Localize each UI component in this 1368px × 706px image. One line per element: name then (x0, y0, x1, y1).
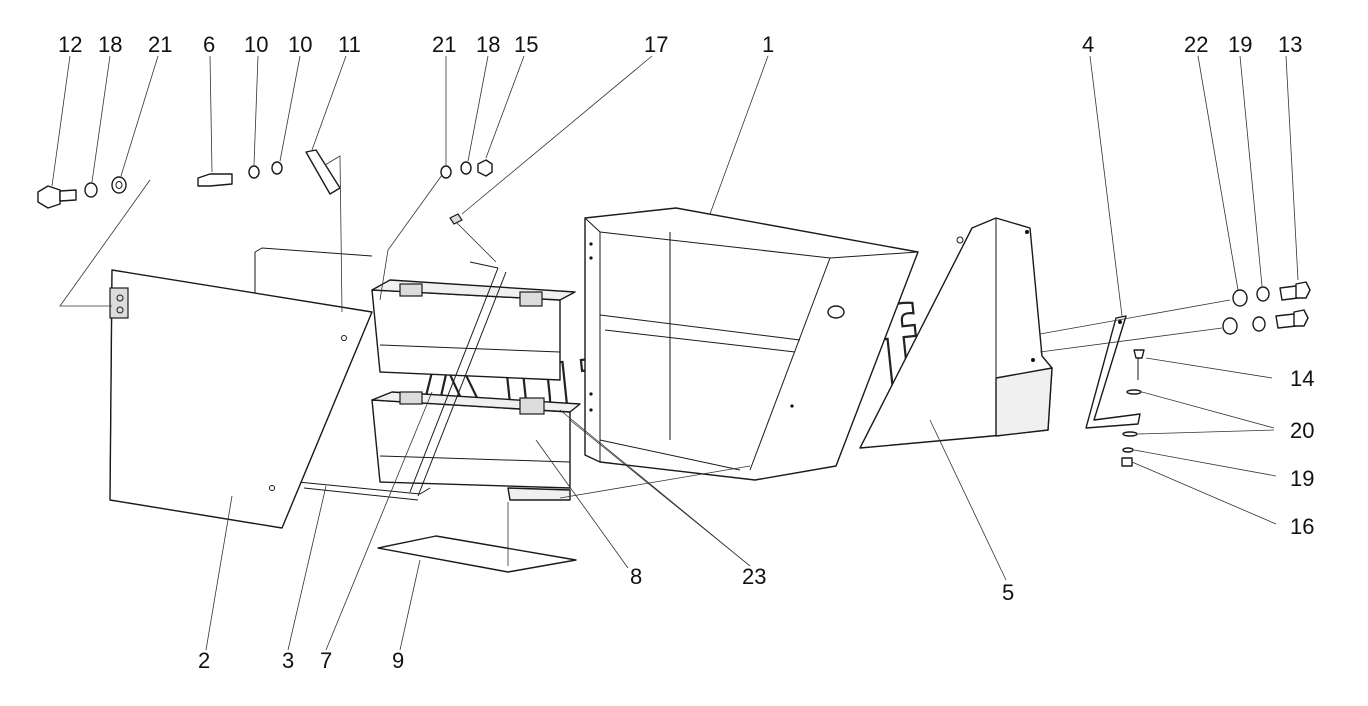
callout-16: 16 (1290, 514, 1314, 539)
leader-lines (51, 55, 1299, 651)
callout-6: 6 (203, 32, 215, 57)
callout-21: 21 (148, 32, 172, 57)
side-panel-5 (859, 217, 1053, 449)
callout-9: 9 (392, 648, 404, 673)
callout-19: 19 (1228, 32, 1252, 57)
fasteners-top-left (37, 149, 341, 209)
callout-11: 11 (338, 32, 361, 57)
fasteners-right (1121, 281, 1311, 467)
callout-15: 15 (514, 32, 538, 57)
frame-strap-3 (254, 247, 431, 501)
bracket-4 (1085, 315, 1141, 429)
callout-2: 2 (198, 648, 210, 673)
battery-upper (371, 279, 576, 381)
callout-8: 8 (630, 564, 642, 589)
callouts: 12 18 21 6 10 10 11 21 18 15 17 1 4 22 1… (58, 32, 1314, 673)
callout-22: 22 (1184, 32, 1208, 57)
callout-10a: 10 (244, 32, 268, 57)
mat-9 (377, 535, 577, 573)
battery-box-1 (584, 207, 919, 481)
callout-7: 7 (320, 648, 332, 673)
callout-18b: 18 (476, 32, 500, 57)
callout-5: 5 (1002, 580, 1014, 605)
clamp-rod-7 (409, 261, 507, 497)
callout-14: 14 (1290, 366, 1314, 391)
callout-21b: 21 (432, 32, 456, 57)
fasteners-top-center (440, 159, 493, 225)
callout-23: 23 (742, 564, 766, 589)
callout-20: 20 (1290, 418, 1314, 443)
callout-19b: 19 (1290, 466, 1314, 491)
callout-12: 12 (58, 32, 82, 57)
callout-13: 13 (1278, 32, 1302, 57)
callout-18: 18 (98, 32, 122, 57)
cover-door-2 (109, 269, 373, 529)
callout-10b: 10 (288, 32, 312, 57)
callout-1: 1 (762, 32, 774, 57)
battery-lower (371, 391, 581, 501)
callout-3: 3 (282, 648, 294, 673)
callout-17: 17 (644, 32, 668, 57)
callout-4: 4 (1082, 32, 1094, 57)
